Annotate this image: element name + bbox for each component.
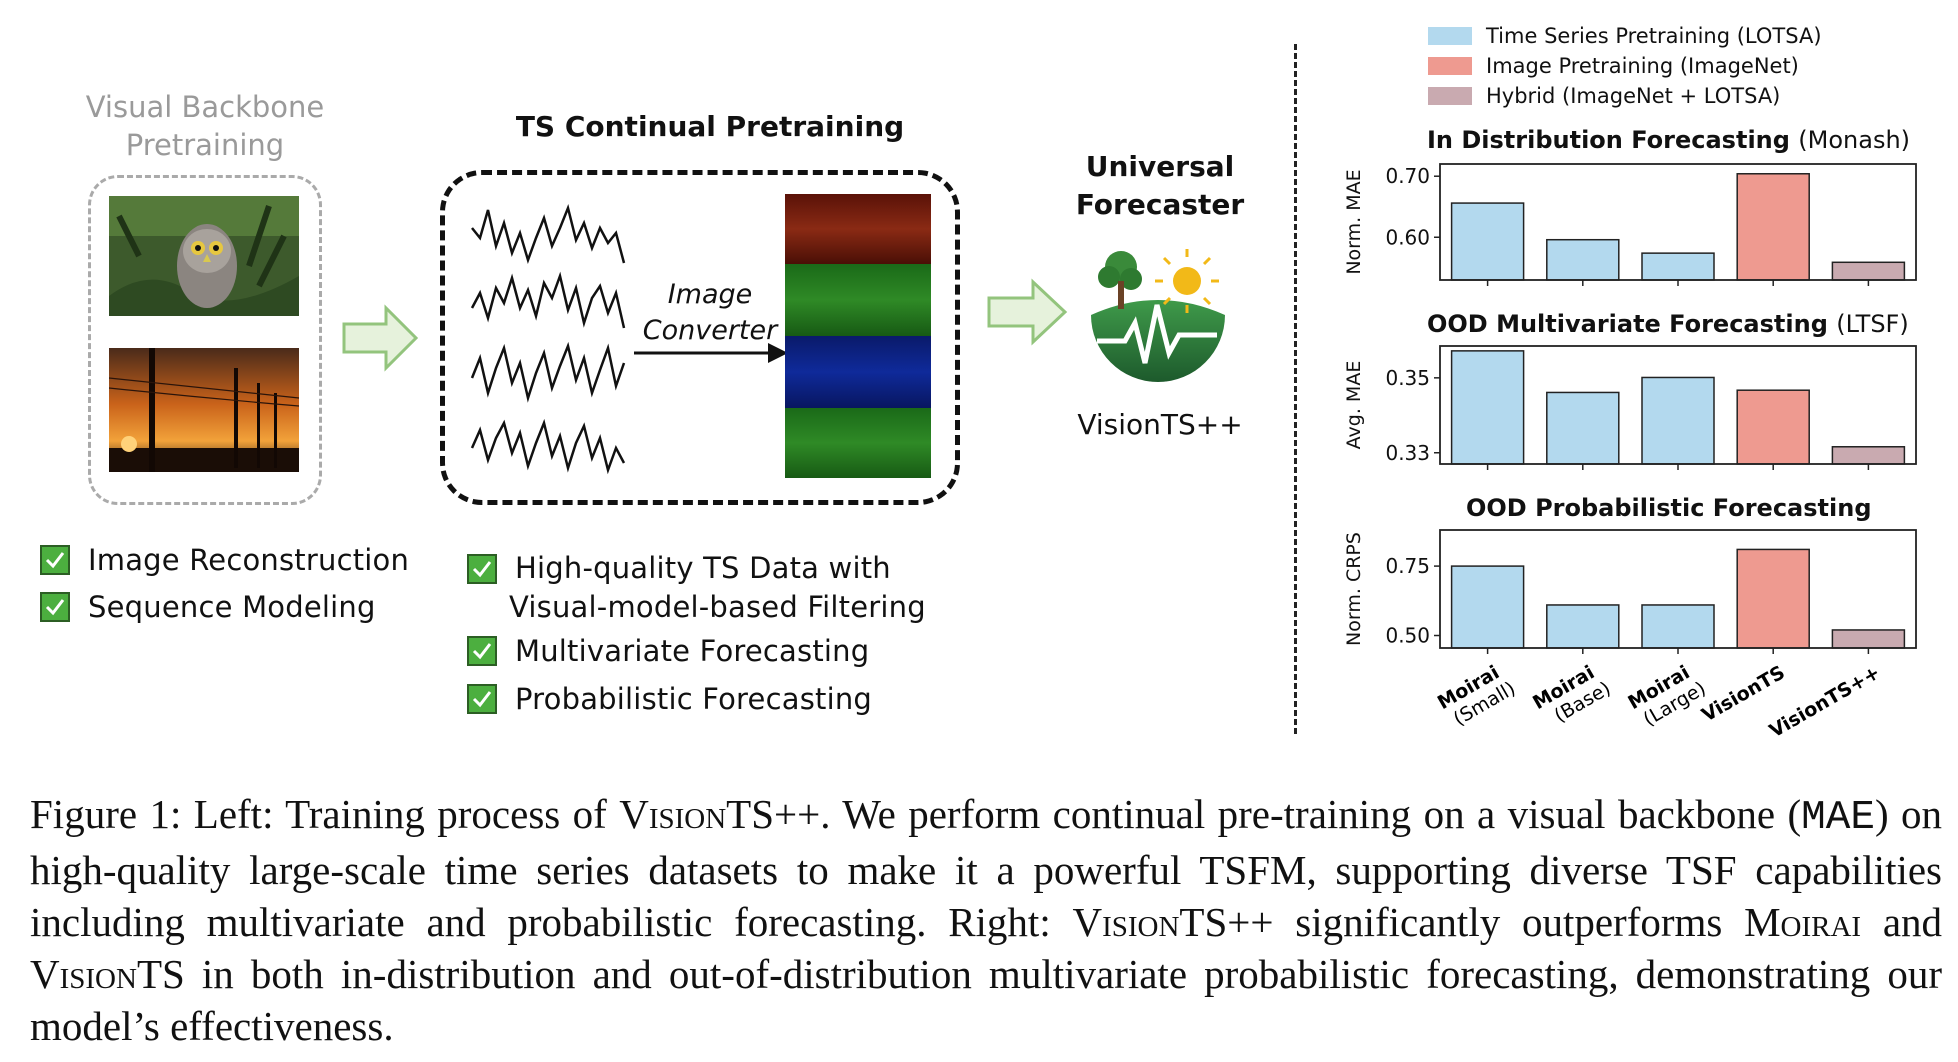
bar bbox=[1546, 391, 1620, 465]
legend-label: Image Pretraining (ImageNet) bbox=[1486, 54, 1799, 78]
ts-check-1: High-quality TS Data with bbox=[515, 551, 891, 585]
bar bbox=[1736, 173, 1810, 281]
caption-text: Left: Training process of bbox=[193, 791, 607, 837]
arrow-right-icon bbox=[987, 278, 1068, 346]
legend-swatch bbox=[1428, 57, 1472, 75]
y-tick-label: 0.60 bbox=[1385, 225, 1430, 249]
legend-swatch bbox=[1428, 87, 1472, 105]
caption-text: ) on high-quality large-scale time serie… bbox=[30, 791, 1943, 945]
converter-arrow bbox=[634, 343, 788, 363]
caption-visionts: VisionTS bbox=[30, 951, 185, 997]
y-tick-label: 0.35 bbox=[1385, 366, 1430, 390]
forecaster-title: Universal Forecaster bbox=[1055, 148, 1265, 224]
backbone-check-2: Sequence Modeling bbox=[88, 590, 376, 624]
bar bbox=[1831, 261, 1906, 281]
time-series-waves bbox=[470, 203, 626, 475]
converter-label-line1: Image bbox=[667, 279, 753, 310]
backbone-title-line2: Pretraining bbox=[125, 128, 285, 162]
bar bbox=[1450, 565, 1525, 649]
chart-title-3: OOD Probabilistic Forecasting bbox=[1466, 494, 1872, 522]
bar bbox=[1736, 389, 1810, 465]
owl-image bbox=[109, 196, 299, 316]
check-icon bbox=[40, 592, 70, 622]
legend-label: Hybrid (ImageNet + LOTSA) bbox=[1486, 84, 1781, 108]
backbone-title-line1: Visual Backbone bbox=[85, 90, 325, 124]
caption-text: . We perform continual pre-training on a… bbox=[820, 791, 1802, 837]
bar bbox=[1641, 252, 1715, 281]
caption-model-name: VisionTS++ bbox=[1072, 899, 1274, 945]
x-tick-label-main: VisionTS bbox=[1698, 661, 1789, 726]
chart-title-suffix: (LTSF) bbox=[1836, 310, 1909, 338]
visionts-logo-icon bbox=[1091, 249, 1225, 382]
ts-check-2: Multivariate Forecasting bbox=[515, 634, 870, 668]
arrow-right-icon bbox=[342, 304, 419, 372]
sunset-image bbox=[109, 348, 299, 472]
bar bbox=[1546, 604, 1620, 649]
check-icon bbox=[467, 554, 497, 584]
legend-item: Image Pretraining (ImageNet) bbox=[1428, 54, 1822, 84]
converter-label-line2: Converter bbox=[642, 315, 778, 346]
ts-check-3: Probabilistic Forecasting bbox=[515, 682, 873, 716]
legend-label: Time Series Pretraining (LOTSA) bbox=[1486, 24, 1822, 48]
legend: Time Series Pretraining (LOTSA) Image Pr… bbox=[1428, 24, 1822, 114]
x-tick-label: Moirai(Base) bbox=[1529, 661, 1614, 727]
bar bbox=[1831, 446, 1906, 465]
chart-title-2: OOD Multivariate Forecasting (LTSF) bbox=[1427, 310, 1909, 338]
legend-item: Hybrid (ImageNet + LOTSA) bbox=[1428, 84, 1822, 114]
check-icon bbox=[467, 684, 497, 714]
bar bbox=[1450, 350, 1525, 465]
chart-title-suffix: (Monash) bbox=[1798, 126, 1911, 154]
bar bbox=[1831, 629, 1906, 649]
figure-caption: Figure 1: Left: Training process of Visi… bbox=[30, 788, 1942, 1052]
plot-frame bbox=[1439, 529, 1917, 649]
caption-text: and bbox=[1882, 899, 1943, 945]
chart-title-1: In Distribution Forecasting (Monash) bbox=[1427, 126, 1910, 154]
forecaster-title-line1: Universal bbox=[1085, 150, 1235, 183]
chart-title-text: OOD Probabilistic Forecasting bbox=[1466, 494, 1872, 522]
x-tick-label: VisionTS bbox=[1698, 661, 1789, 726]
y-tick-label: 0.70 bbox=[1385, 164, 1430, 188]
bar bbox=[1450, 202, 1525, 281]
y-axis-label: Norm. CRPS bbox=[1343, 532, 1365, 646]
backbone-check-1: Image Reconstruction bbox=[88, 543, 410, 577]
bar-charts: 0.60 0.70 Norm. MAE 0.33 0.35 Avg. MAE 0.50 0.7… bbox=[1343, 163, 1917, 742]
chart-title-text: OOD Multivariate Forecasting bbox=[1427, 310, 1828, 338]
legend-swatch bbox=[1428, 27, 1472, 45]
converter-label: Image Converter bbox=[640, 277, 780, 349]
caption-text: in both in-distribution and out-of-distr… bbox=[30, 951, 1943, 1049]
ts-title: TS Continual Pretraining bbox=[515, 110, 905, 143]
plot-frame bbox=[1439, 345, 1917, 465]
legend-item: Time Series Pretraining (LOTSA) bbox=[1428, 24, 1822, 54]
y-axis-label: Avg. MAE bbox=[1343, 361, 1365, 450]
x-tick-label: Moirai(Small) bbox=[1434, 661, 1519, 730]
caption-label: Figure 1: bbox=[30, 791, 182, 837]
check-icon bbox=[467, 636, 497, 666]
bar bbox=[1546, 238, 1620, 281]
plot-frame bbox=[1439, 163, 1917, 281]
y-tick-label: 0.50 bbox=[1385, 624, 1430, 648]
bar bbox=[1736, 548, 1810, 649]
forecaster-title-line2: Forecaster bbox=[1075, 188, 1245, 221]
check-icon bbox=[40, 545, 70, 575]
ts-check-1b: Visual-model-based Filtering bbox=[509, 590, 926, 624]
y-axis-label: Norm. MAE bbox=[1343, 169, 1365, 274]
caption-moirai: Moirai bbox=[1744, 899, 1862, 945]
backbone-box bbox=[88, 175, 322, 505]
image-stripes bbox=[785, 194, 931, 478]
bar bbox=[1641, 604, 1715, 649]
model-name: VisionTS++ bbox=[1077, 408, 1243, 441]
caption-model-name: VisionTS++ bbox=[619, 791, 821, 837]
y-tick-label: 0.75 bbox=[1385, 554, 1430, 578]
backbone-title: Visual Backbone Pretraining bbox=[70, 88, 340, 164]
chart-title-text: In Distribution Forecasting bbox=[1427, 126, 1790, 154]
y-tick-label: 0.33 bbox=[1385, 441, 1430, 465]
bar bbox=[1641, 376, 1715, 465]
caption-text: significantly outperforms bbox=[1295, 899, 1723, 945]
x-tick-label: Moirai(Large) bbox=[1624, 661, 1709, 730]
panel-divider bbox=[1294, 44, 1297, 734]
ts-box bbox=[440, 170, 960, 505]
caption-mae: MAE bbox=[1801, 795, 1875, 841]
